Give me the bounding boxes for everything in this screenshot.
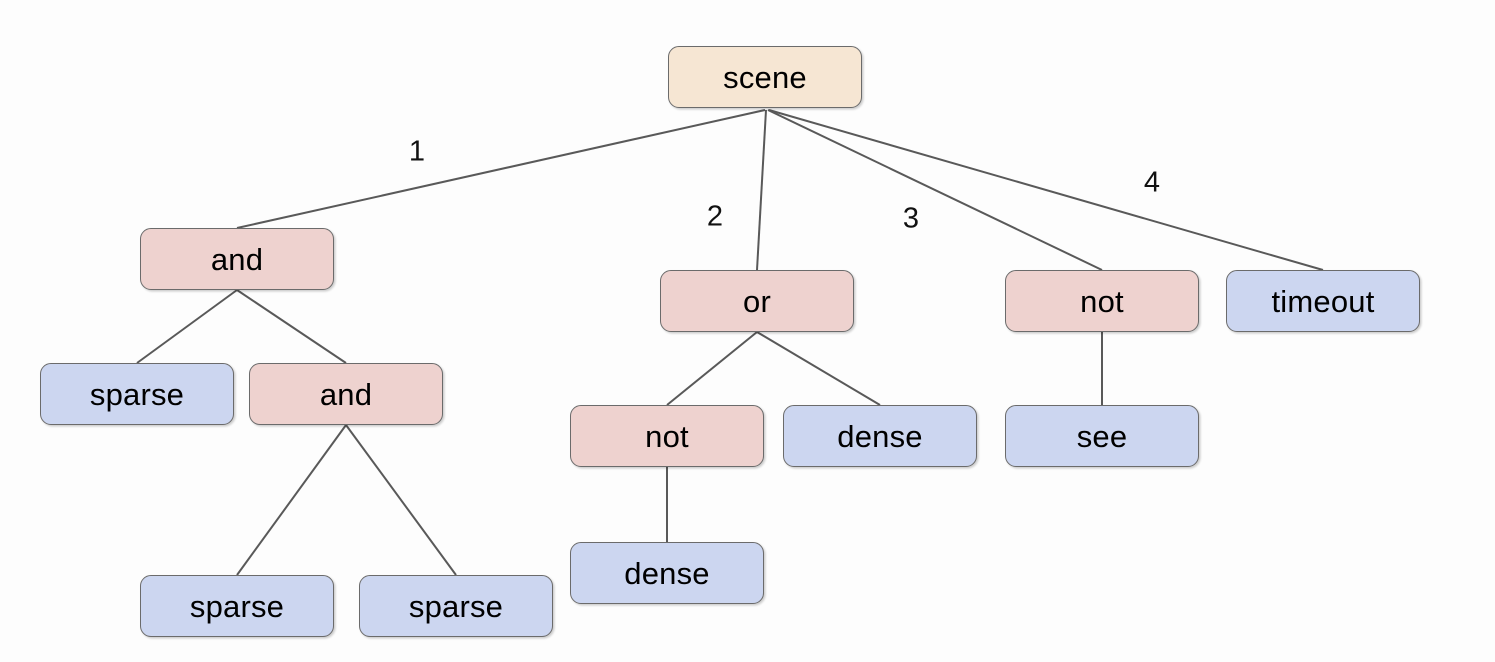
node-not2[interactable]: not bbox=[570, 405, 764, 467]
node-dense2[interactable]: dense bbox=[570, 542, 764, 604]
node-label-scene: scene bbox=[723, 59, 807, 95]
edge-label-3: 3 bbox=[902, 202, 920, 235]
node-label-dense2: dense bbox=[624, 555, 710, 591]
node-sparse1[interactable]: sparse bbox=[40, 363, 234, 425]
node-sparse3[interactable]: sparse bbox=[359, 575, 553, 637]
edge-or1-to-not2 bbox=[666, 331, 758, 406]
node-label-sparse3: sparse bbox=[408, 588, 504, 624]
node-dense1[interactable]: dense bbox=[783, 405, 977, 467]
edge-label-4: 4 bbox=[1143, 166, 1161, 199]
node-see[interactable]: see bbox=[1005, 405, 1199, 467]
node-label-or1: or bbox=[743, 283, 771, 319]
edge-scene-to-or1 bbox=[756, 109, 767, 271]
edge-and2-to-sparse3 bbox=[345, 424, 457, 576]
edge-label-2: 2 bbox=[706, 200, 724, 233]
node-timeout[interactable]: timeout bbox=[1226, 270, 1420, 332]
node-label-not1: not bbox=[1080, 283, 1124, 319]
edge-scene-to-timeout bbox=[768, 109, 1324, 271]
node-label-and2: and bbox=[319, 376, 373, 412]
node-label-timeout: timeout bbox=[1271, 283, 1375, 319]
edge-and2-to-sparse2 bbox=[236, 424, 347, 576]
node-label-sparse1: sparse bbox=[89, 376, 185, 412]
node-and2[interactable]: and bbox=[249, 363, 443, 425]
node-and1[interactable]: and bbox=[140, 228, 334, 290]
node-or1[interactable]: or bbox=[660, 270, 854, 332]
edge-or1-to-dense1 bbox=[756, 331, 881, 406]
node-sparse2[interactable]: sparse bbox=[140, 575, 334, 637]
node-scene[interactable]: scene bbox=[668, 46, 862, 108]
node-label-see: see bbox=[1076, 418, 1128, 454]
node-label-not2: not bbox=[645, 418, 689, 454]
node-label-and1: and bbox=[210, 241, 264, 277]
node-label-sparse2: sparse bbox=[189, 588, 285, 624]
node-label-dense1: dense bbox=[837, 418, 923, 454]
edge-scene-to-not1 bbox=[767, 109, 1103, 271]
edge-scene-to-and1 bbox=[236, 109, 766, 229]
edge-and1-to-and2 bbox=[236, 289, 347, 364]
edge-and1-to-sparse1 bbox=[136, 289, 238, 364]
node-not1[interactable]: not bbox=[1005, 270, 1199, 332]
edge-label-1: 1 bbox=[408, 135, 426, 168]
